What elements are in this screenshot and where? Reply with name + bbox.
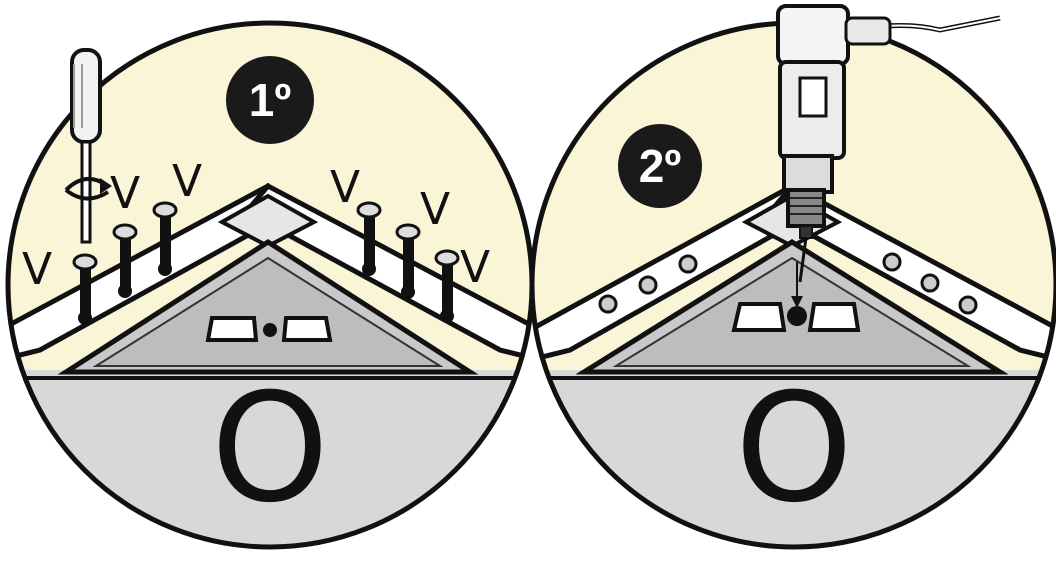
- fitting-tab-left: [208, 318, 256, 340]
- fitting-tab-right: [810, 304, 858, 330]
- bottom-mark: O: [211, 362, 329, 536]
- screw-mark: V: [460, 242, 490, 293]
- fitting-tab-left: [734, 304, 784, 330]
- screw-mark: V: [172, 156, 202, 207]
- screw-mark: V: [330, 162, 360, 213]
- bottom-mark: O: [735, 362, 853, 536]
- fitting-tab-right: [284, 318, 330, 340]
- step-label: 2º: [639, 140, 682, 192]
- screw-mark: V: [22, 244, 52, 295]
- screw-mark: V: [420, 184, 450, 235]
- panel-left: V V V V V V 1º O: [0, 0, 540, 562]
- step-label: 1º: [249, 74, 292, 126]
- screw-mark: V: [110, 168, 140, 219]
- hole: [263, 323, 277, 337]
- hole: [787, 306, 807, 326]
- panel-right: 2º O: [530, 0, 1056, 562]
